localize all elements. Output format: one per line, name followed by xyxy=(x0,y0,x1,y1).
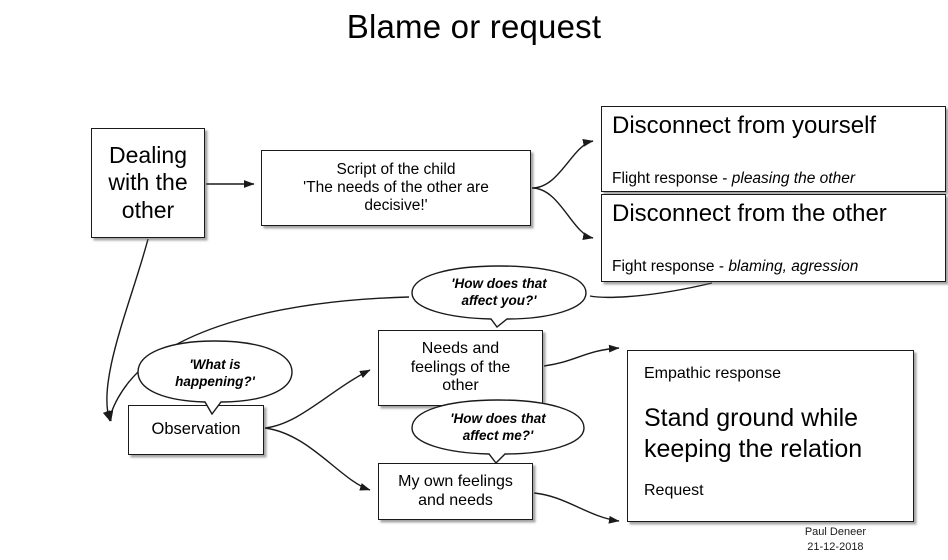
node-needs-line-2: feelings of the xyxy=(410,358,511,376)
node-needs-and-feelings-of-the-other[interactable]: Needs and feelings of the other xyxy=(378,330,543,406)
callout-bubble-shape xyxy=(137,340,293,415)
page-title: Blame or request xyxy=(346,8,602,45)
callout-affect-you-line-2: affect you?' xyxy=(461,293,537,308)
stand-ground-headline-line-2: keeping the relation xyxy=(644,434,863,463)
callout-bubble-shape xyxy=(411,399,585,464)
node-stand-ground-while-keeping-the-relation[interactable]: Empathic response Stand ground while kee… xyxy=(627,350,914,522)
node-needs-line-1: Needs and xyxy=(421,339,500,357)
callout-what-is-happening[interactable]: 'What is happening?' xyxy=(135,339,295,415)
node-disconnect-from-the-other[interactable]: Disconnect from the other Fight response… xyxy=(601,194,946,282)
callout-affect-me-line-2: affect me?' xyxy=(462,428,534,443)
node-dealing-line-2: with the xyxy=(108,169,188,196)
disconnect-other-subtext: Fight response - blaming, agression xyxy=(612,258,935,275)
edge-observation-to-myown xyxy=(264,427,371,491)
signature-block: Paul Deneer 21-12-2018 xyxy=(805,525,866,554)
callout-affect-you-line-1: 'How does that xyxy=(451,276,547,292)
edge-observation-to-needs xyxy=(264,369,371,429)
node-observation-label: Observation xyxy=(151,420,241,439)
stand-ground-headline: Stand ground while keeping the relation xyxy=(644,403,897,464)
stand-ground-headline-line-1: Stand ground while xyxy=(644,404,859,432)
callout-affect-me-text: 'How does that affect me?' xyxy=(436,411,559,445)
disconnect-other-sub-prefix: Fight response - xyxy=(612,257,729,275)
signature-author: Paul Deneer xyxy=(804,526,866,539)
node-script-line-3: decisive!' xyxy=(364,197,428,215)
node-myown-line-1: My own feelings xyxy=(398,472,513,490)
disconnect-self-subtext: Flight response - pleasing the other xyxy=(612,170,935,187)
node-my-own-feelings-and-needs[interactable]: My own feelings and needs xyxy=(378,463,533,520)
disconnect-other-sub-emphasis: blaming, agression xyxy=(728,257,859,275)
disconnect-self-heading: Disconnect from yourself xyxy=(612,112,877,139)
node-myown-line-2: and needs xyxy=(418,491,493,509)
disconnect-other-heading: Disconnect from the other xyxy=(612,200,887,227)
edge-needs-to-stand-ground xyxy=(543,344,620,367)
edge-script-to-disconnect-other xyxy=(531,187,594,240)
callout-how-does-that-affect-you[interactable]: 'How does that affect you?' xyxy=(409,264,589,328)
disconnect-self-sub-prefix: Flight response - xyxy=(612,169,732,187)
node-script-line-2: 'The needs of the other are xyxy=(303,178,489,196)
edge-script-to-disconnect-self xyxy=(531,139,594,189)
node-script-line-1: Script of the child xyxy=(336,160,456,178)
callout-affect-me-line-1: 'How does that xyxy=(450,411,546,427)
edge-disconnect-other-to-observation xyxy=(589,282,713,298)
callout-what-is-text: 'What is happening?' xyxy=(161,357,269,391)
edge-myown-to-stand-ground xyxy=(533,492,620,524)
node-dealing-line-1: Dealing xyxy=(109,142,187,169)
stand-ground-request-label: Request xyxy=(644,482,704,499)
signature-date: 21-12-2018 xyxy=(807,540,864,553)
node-observation[interactable]: Observation xyxy=(128,405,264,455)
disconnect-self-sub-emphasis: pleasing the other xyxy=(731,169,855,187)
callout-affect-you-text: 'How does that affect you?' xyxy=(437,276,560,310)
stand-ground-empathic-response-label: Empathic response xyxy=(644,365,781,382)
callout-bubble-shape xyxy=(411,265,587,328)
node-needs-line-3: other xyxy=(442,377,479,395)
callout-what-is-line-2: happening?' xyxy=(175,374,255,389)
callout-how-does-that-affect-me[interactable]: 'How does that affect me?' xyxy=(409,398,587,464)
node-disconnect-from-yourself[interactable]: Disconnect from yourself Flight response… xyxy=(601,106,946,192)
node-script-of-the-child[interactable]: Script of the child 'The needs of the ot… xyxy=(261,150,531,226)
edge-dealing-to-observation xyxy=(102,238,149,422)
callout-what-is-line-1: 'What is xyxy=(189,357,241,373)
node-dealing-with-the-other[interactable]: Dealing with the other xyxy=(91,128,205,238)
node-dealing-line-3: other xyxy=(121,196,175,223)
